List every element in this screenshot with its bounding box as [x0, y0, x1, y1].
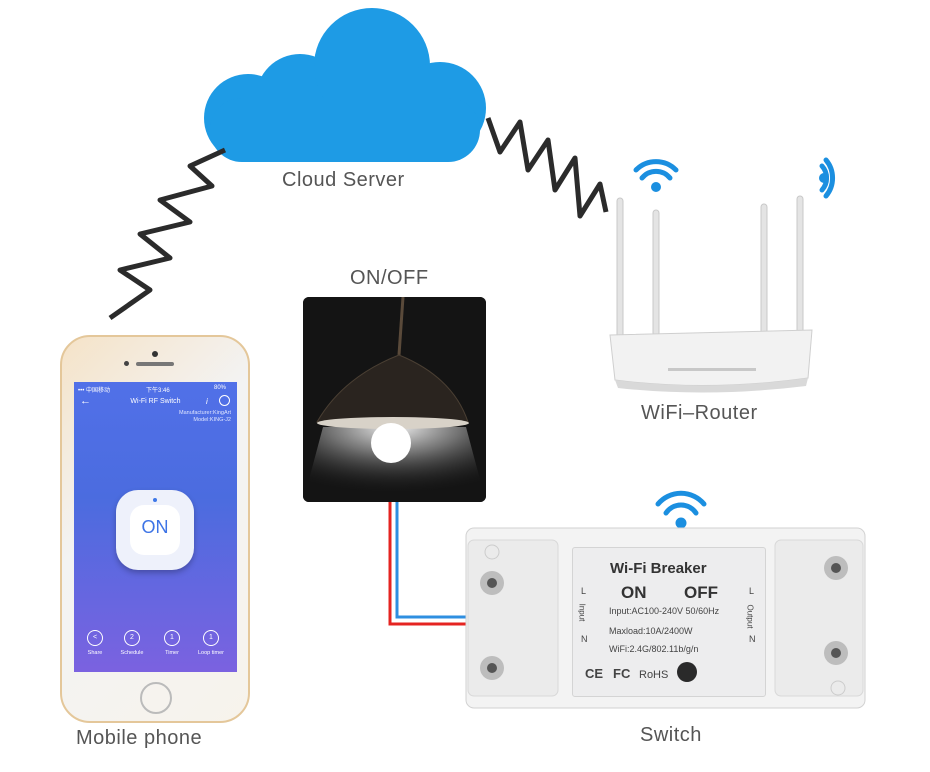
device-off-text: OFF — [684, 583, 718, 602]
timer-icon: 1 — [164, 630, 180, 646]
share-icon: < — [87, 630, 103, 646]
lamp-illustration — [303, 297, 486, 502]
tab-share[interactable]: < Share — [77, 630, 113, 656]
maxload-text: Maxload:10A/2400W — [609, 626, 693, 636]
output-l-terminal: L — [749, 586, 755, 596]
home-button[interactable] — [140, 682, 172, 714]
edit-icon[interactable]: i — [206, 397, 208, 406]
wire-blue — [395, 502, 466, 619]
phone-speaker — [136, 362, 174, 366]
status-battery: 80% — [214, 385, 227, 391]
tab-timer[interactable]: 1 Timer — [154, 630, 190, 656]
on-off-label: ON/OFF — [350, 267, 429, 289]
mobile-phone-label: Mobile phone — [76, 727, 203, 749]
rohs-mark: RoHS — [639, 669, 669, 681]
input-spec-text: Input:AC100-240V 50/60Hz — [609, 606, 720, 616]
app-screen: ••• 中国移动 下午3:46 80% ← Wi-Fi RF Switch i … — [74, 382, 237, 672]
input-n-terminal: N — [581, 634, 588, 644]
wifi-icon-switch — [655, 490, 707, 529]
tab-schedule-label: Schedule — [120, 650, 144, 656]
wire-red — [388, 502, 466, 626]
signal-line-cloud-phone — [108, 147, 227, 321]
manufacturer-text: Manufacturer:KingArt — [179, 410, 231, 416]
status-carrier: ••• 中国移动 — [78, 388, 110, 394]
wifi-router-label: WiFi–Router — [641, 402, 758, 424]
phone-sensor — [152, 351, 158, 357]
back-arrow-icon[interactable]: ← — [80, 395, 91, 407]
fc-mark: FC — [613, 666, 631, 681]
model-text: Model:KING-J2 — [193, 417, 231, 423]
signal-line-cloud-router — [485, 117, 609, 219]
input-l-terminal: L — [581, 586, 587, 596]
wifi-icon-router-right — [819, 157, 835, 199]
app-title: Wi-Fi RF Switch — [130, 398, 181, 405]
phone-front-camera — [124, 361, 129, 366]
cloud-server-label: Cloud Server — [282, 169, 405, 191]
router-image — [609, 195, 813, 393]
device-on-text: ON — [621, 583, 647, 602]
lamp-image — [303, 297, 486, 502]
status-time: 下午3:46 — [146, 388, 170, 394]
wifi-spec-text: WiFi:2.4G/802.11b/g/n — [609, 644, 699, 654]
device-title: Wi-Fi Breaker — [610, 560, 707, 577]
loop-timer-icon: 1 — [203, 630, 219, 646]
mobile-phone-image: ••• 中国移动 下午3:46 80% ← Wi-Fi RF Switch i … — [60, 335, 250, 723]
wifi-icon-router-left — [633, 159, 679, 192]
ce-mark: CE — [585, 666, 604, 681]
more-icon[interactable] — [219, 395, 230, 406]
power-button-face — [130, 505, 180, 555]
output-label: Output — [745, 604, 755, 629]
tab-schedule[interactable]: 2 Schedule — [114, 630, 150, 656]
tab-loop-timer[interactable]: 1 Loop timer — [193, 630, 229, 656]
tab-share-label: Share — [87, 650, 103, 656]
tab-loop-timer-label: Loop timer — [198, 650, 224, 656]
pairing-button[interactable] — [677, 662, 697, 682]
cloud-icon — [204, 8, 486, 162]
input-label: Input — [577, 603, 587, 622]
power-on-button[interactable]: ON — [116, 490, 194, 570]
tab-timer-label: Timer — [165, 650, 179, 656]
schedule-icon: 2 — [124, 630, 140, 646]
power-button-label: ON — [141, 517, 169, 537]
output-n-terminal: N — [749, 634, 756, 644]
power-indicator-dot — [153, 498, 157, 502]
switch-label-panel: Wi-Fi Breaker ON OFF L Input N L Output … — [572, 547, 766, 697]
switch-label: Switch — [640, 724, 702, 746]
